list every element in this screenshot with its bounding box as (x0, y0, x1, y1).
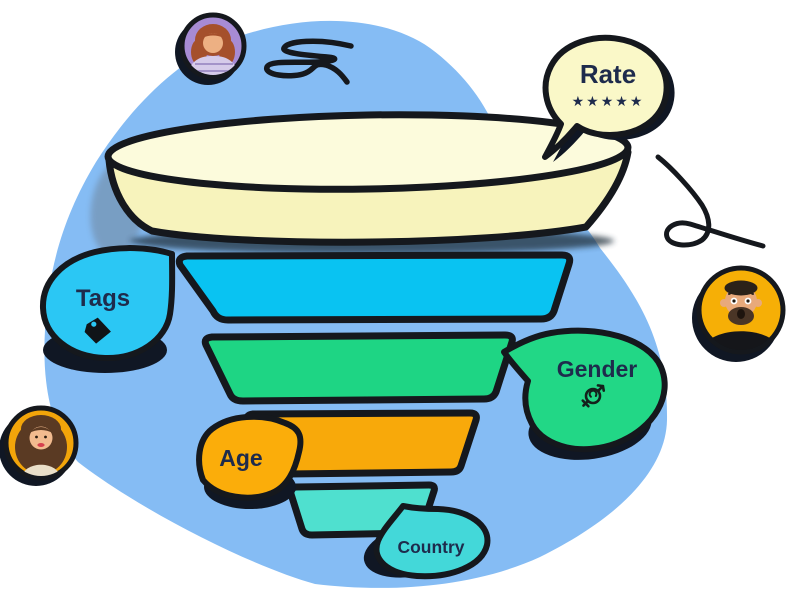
gender-label: Gender (557, 356, 638, 382)
country-bubble-shape (373, 503, 491, 580)
gender-icon (581, 384, 606, 408)
funnel-bowl (104, 111, 632, 246)
funnel-stage-blue (175, 251, 574, 324)
tags-label: Tags (76, 285, 130, 312)
funnel-bowl-rim (104, 111, 632, 193)
bubble-rate: Rate ★★★★★ (542, 34, 675, 162)
squiggle-top-icon (264, 38, 354, 85)
avatar-woman-redhead (175, 12, 247, 85)
avatar-photo (15, 415, 67, 476)
rate-stars-icon: ★★★★★ (572, 93, 645, 109)
tags-bubble-shape (39, 245, 176, 362)
bubble-country: Country (363, 503, 491, 580)
bubble-tags: Tags (39, 245, 176, 373)
gender-bubble-shape (501, 327, 668, 453)
tag-icon (84, 317, 111, 344)
funnel-stage-green (201, 331, 516, 405)
age-label: Age (219, 445, 262, 471)
avatar-woman-brunette (0, 405, 79, 486)
rate-bubble-shape (542, 34, 670, 160)
bubble-age: Age (196, 413, 304, 509)
squiggle-right-icon (655, 154, 766, 249)
rate-label: Rate (580, 59, 636, 89)
age-bubble-shape (196, 413, 304, 501)
bubble-gender: Gender (501, 327, 668, 460)
country-label: Country (397, 537, 464, 557)
avatar-man-beard (692, 265, 786, 362)
